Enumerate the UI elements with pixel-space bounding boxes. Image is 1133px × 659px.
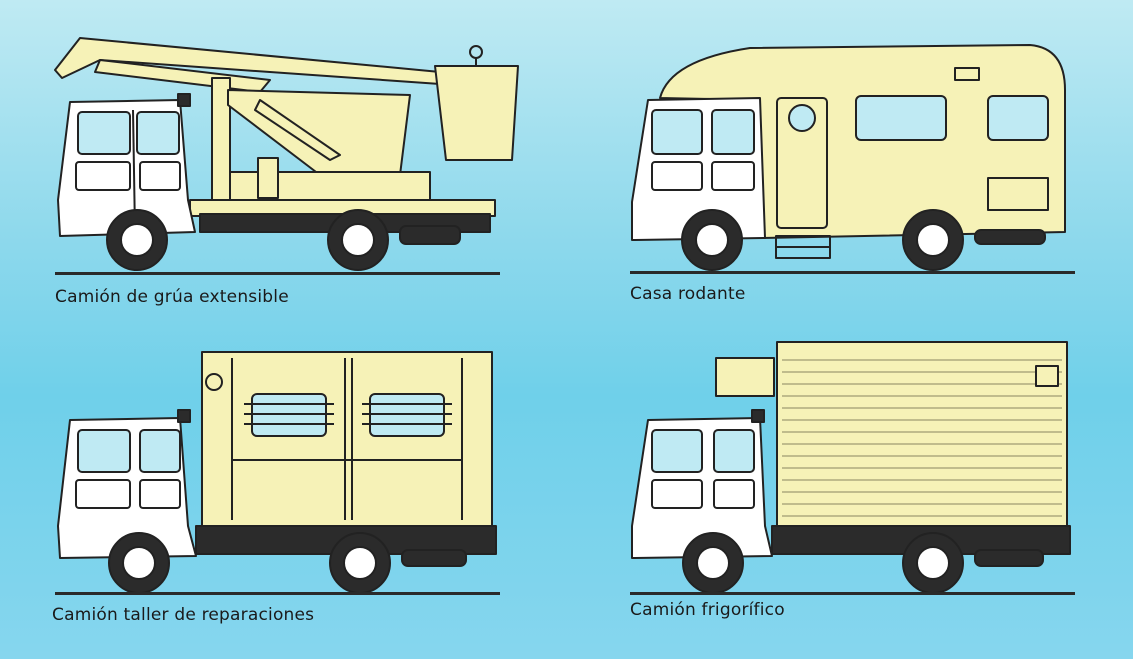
cab-window	[77, 111, 131, 155]
cab-window	[651, 109, 703, 155]
ground-line	[55, 592, 500, 595]
porthole	[788, 104, 816, 132]
workshop-truck-illustration	[57, 351, 497, 594]
workshop-box	[201, 351, 493, 529]
refrigeration-unit	[715, 357, 775, 397]
panel-crane-truck: Camión de grúa extensible	[0, 0, 560, 320]
cab-window	[77, 429, 131, 473]
panel-reefer-truck: Camión frigorífico	[560, 330, 1133, 659]
ground-line	[55, 272, 500, 275]
caption-workshop-truck: Camión taller de reparaciones	[52, 605, 315, 625]
camper-illustration	[631, 44, 1066, 271]
crane-arm	[227, 89, 411, 176]
camper-window-left	[855, 95, 947, 141]
camper-window-right	[987, 95, 1049, 141]
caption-camper: Casa rodante	[630, 284, 746, 304]
crane-bucket	[434, 65, 519, 161]
caption-reefer-truck: Camión frigorífico	[630, 600, 785, 620]
reefer-box	[776, 341, 1068, 529]
reefer-truck-illustration	[631, 341, 1071, 594]
panel-camper: Casa rodante	[560, 0, 1133, 320]
caption-crane-truck: Camión de grúa extensible	[55, 287, 289, 307]
ground-line	[630, 271, 1075, 274]
cab-window	[651, 429, 703, 473]
panel-workshop-truck: Camión taller de reparaciones	[0, 330, 560, 659]
crane-truck-illustration	[54, 37, 519, 271]
ground-line	[630, 592, 1075, 595]
camper-door	[776, 97, 828, 229]
